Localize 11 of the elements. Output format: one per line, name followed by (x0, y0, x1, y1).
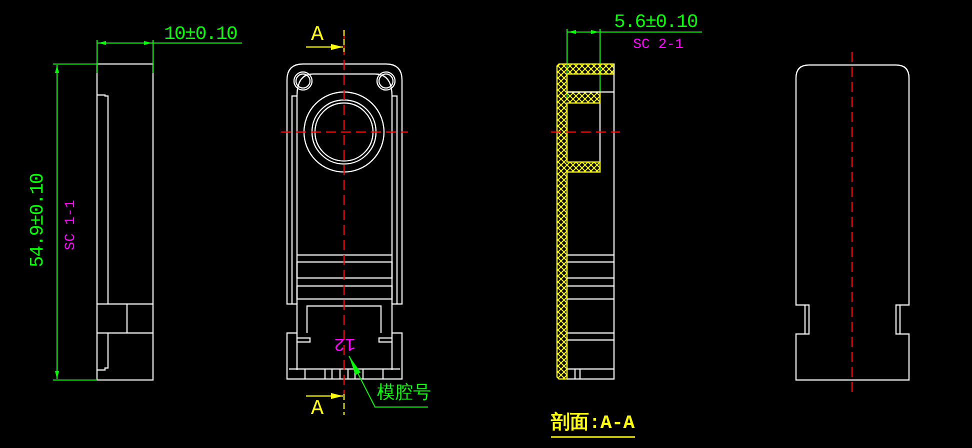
note-text: SC 1-1 (64, 200, 78, 250)
section-title: 剖面:A-A (551, 414, 635, 433)
dimension-text: 54.9±0.10 (28, 174, 48, 268)
dimension-text: 10±0.10 (164, 25, 237, 44)
note-text: SC 2-1 (633, 38, 684, 52)
dimension-text: 5.6±0.10 (614, 13, 698, 32)
leader-line (348, 356, 428, 408)
section-letter: A (311, 399, 324, 420)
callout-text: 模腔号 (377, 385, 431, 403)
cavity-number: 12 (334, 334, 356, 352)
section-letter: A (311, 25, 324, 46)
